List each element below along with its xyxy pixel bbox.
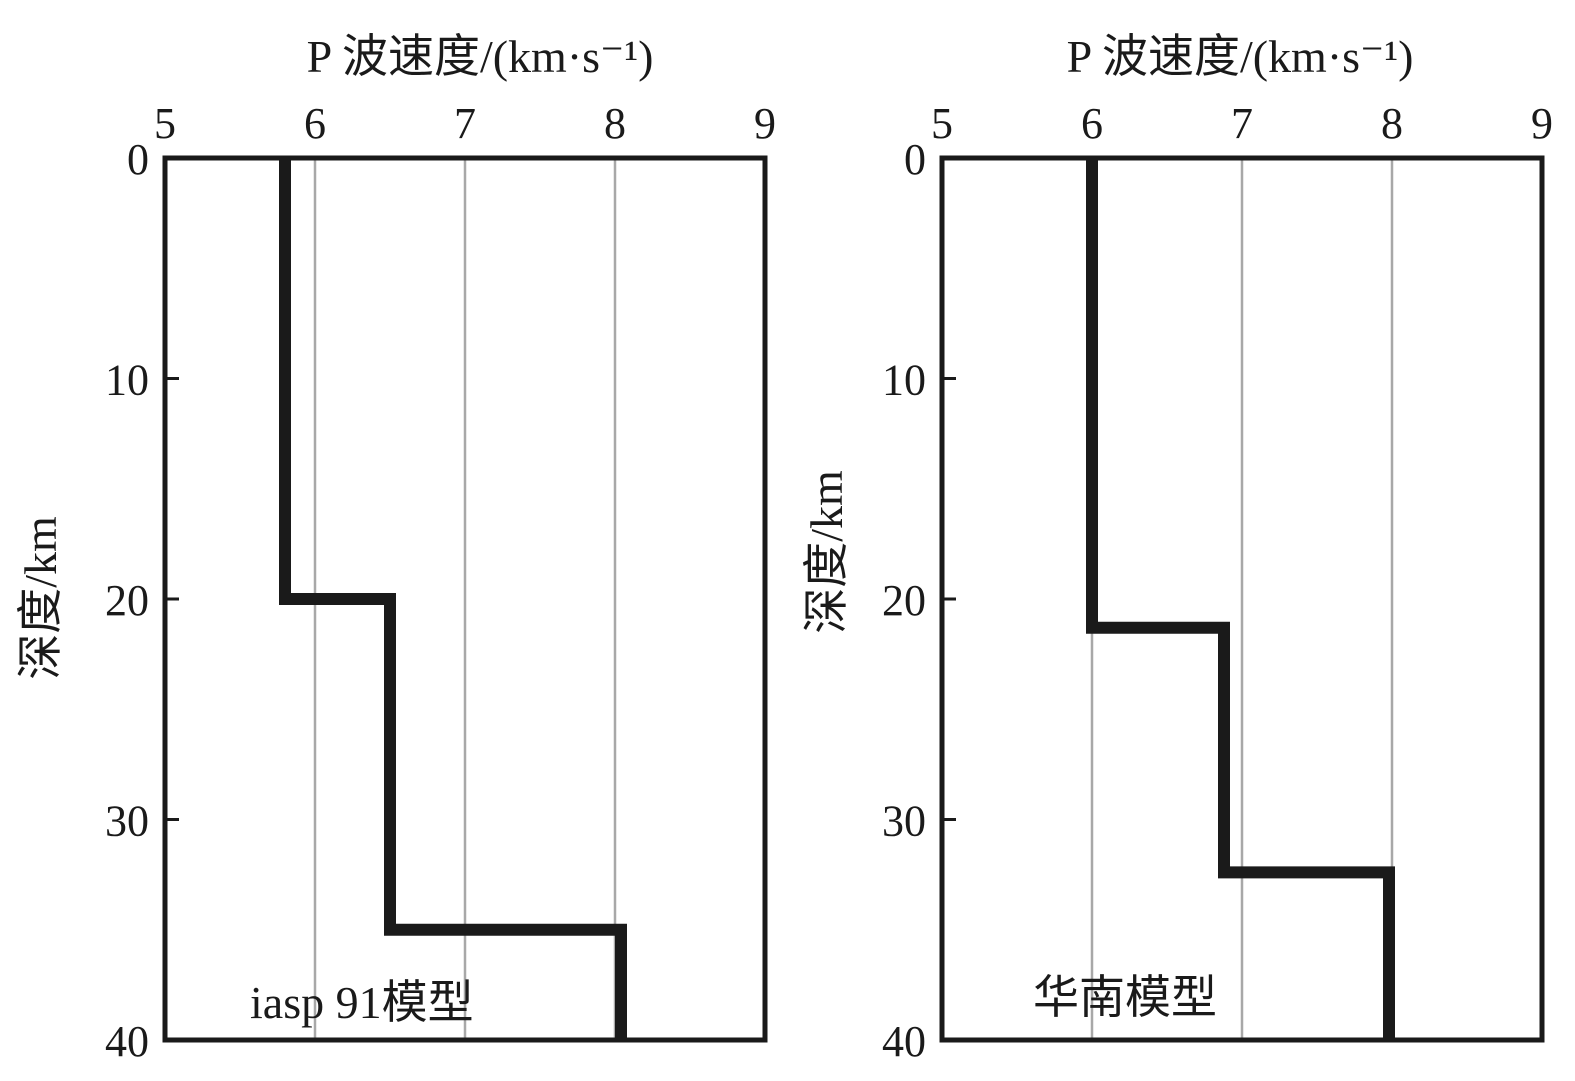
y-tick-label-20: 20: [882, 576, 926, 625]
y-tick-label-0: 0: [127, 135, 149, 184]
velocity-profile-line: [1086, 158, 1395, 1040]
x-tick-label-5: 5: [931, 99, 953, 148]
x-tick-label-8: 8: [1381, 99, 1403, 148]
x-tick-label-5: 5: [154, 99, 176, 148]
y-tick-label-10: 10: [105, 356, 149, 405]
y-tick-label-40: 40: [882, 1017, 926, 1066]
y-tick-label-20: 20: [105, 576, 149, 625]
y-tick-label-0: 0: [904, 135, 926, 184]
x-tick-label-7: 7: [1231, 99, 1253, 148]
x-tick-label-8: 8: [604, 99, 626, 148]
velocity-profile-line: [279, 158, 627, 1040]
y-axis-title: 深度/km: [801, 470, 852, 634]
plot-frame: [162, 155, 768, 1043]
y-axis-title: 深度/km: [15, 516, 66, 680]
plot-frame: [939, 155, 1545, 1043]
x-tick-label-9: 9: [1531, 99, 1553, 148]
y-tick-label-40: 40: [105, 1017, 149, 1066]
y-tick-label-10: 10: [882, 356, 926, 405]
x-tick-label-6: 6: [1081, 99, 1103, 148]
panel-south-china: 0 10 20 30 40 5 6 7 8 9 P 波速度/(km·s⁻¹) 深度/km 华南模型: [801, 31, 1553, 1066]
x-tick-label-6: 6: [304, 99, 326, 148]
y-tick-label-30: 30: [105, 797, 149, 846]
x-tick-label-7: 7: [454, 99, 476, 148]
y-tick-label-30: 30: [882, 797, 926, 846]
panel-iasp91: 0 10 20 30 40 5 6 7 8 9 P 波速度/(km·s⁻¹) 深度/km iasp 91…: [15, 31, 776, 1066]
x-axis-title: P 波速度/(km·s⁻¹): [307, 31, 654, 82]
x-tick-label-9: 9: [754, 99, 776, 148]
model-label: 华南模型: [1033, 972, 1217, 1023]
model-label: iasp 91模型: [250, 977, 474, 1028]
x-axis-title: P 波速度/(km·s⁻¹): [1067, 31, 1414, 82]
